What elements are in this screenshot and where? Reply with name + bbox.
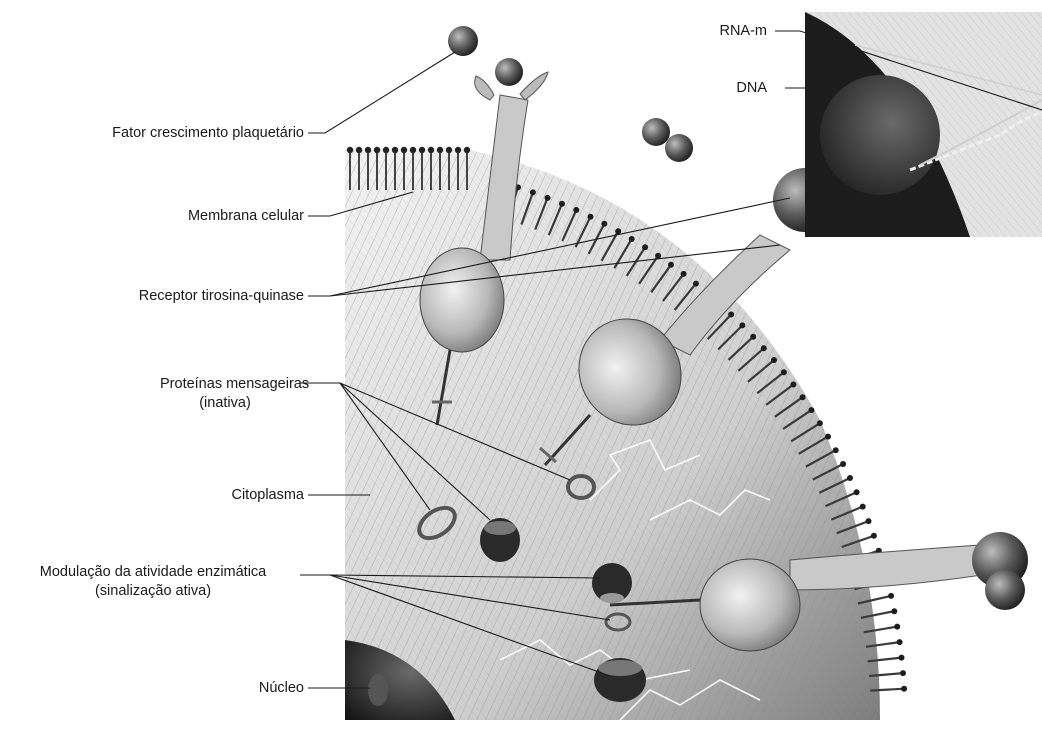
label-nucleus: Núcleo <box>259 679 304 698</box>
label-enzyme-modulation: Modulação da atividade enzimática (sinal… <box>8 563 298 601</box>
label-mrna: RNA-m <box>719 22 767 41</box>
label-enzyme-modulation-line2: (sinalização ativa) <box>8 582 298 601</box>
label-platelet-growth-factor: Fator crescimento plaquetário <box>112 124 304 143</box>
label-messenger-proteins-line1: Proteínas mensageiras <box>160 375 290 394</box>
label-cell-membrane: Membrana celular <box>188 207 304 226</box>
label-cytoplasm: Citoplasma <box>231 486 304 505</box>
label-dna: DNA <box>736 79 767 98</box>
label-messenger-proteins-line2: (inativa) <box>160 394 290 413</box>
label-tyrosine-kinase-receptor: Receptor tirosina-quinase <box>139 287 304 306</box>
label-messenger-proteins: Proteínas mensageiras (inativa) <box>160 375 290 413</box>
nucleus-inset <box>805 12 1042 237</box>
label-enzyme-modulation-line1: Modulação da atividade enzimática <box>8 563 298 582</box>
